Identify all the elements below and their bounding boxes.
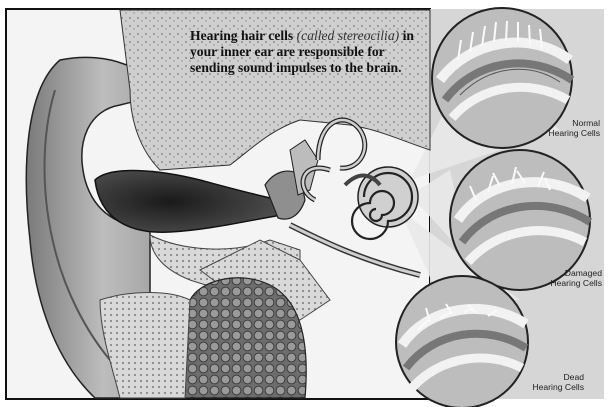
normal-hearing-cells-label: Normal Hearing Cells [510, 118, 600, 138]
caption-italic: (called stereocilia) [297, 28, 400, 43]
damaged-hearing-cells-label: Damaged Hearing Cells [512, 268, 602, 288]
dead-hearing-cells-label: Dead Hearing Cells [494, 372, 584, 392]
caption-bold-start: Hearing hair cells [190, 28, 293, 43]
caption-text: Hearing hair cells (called stereocilia) … [190, 28, 420, 76]
